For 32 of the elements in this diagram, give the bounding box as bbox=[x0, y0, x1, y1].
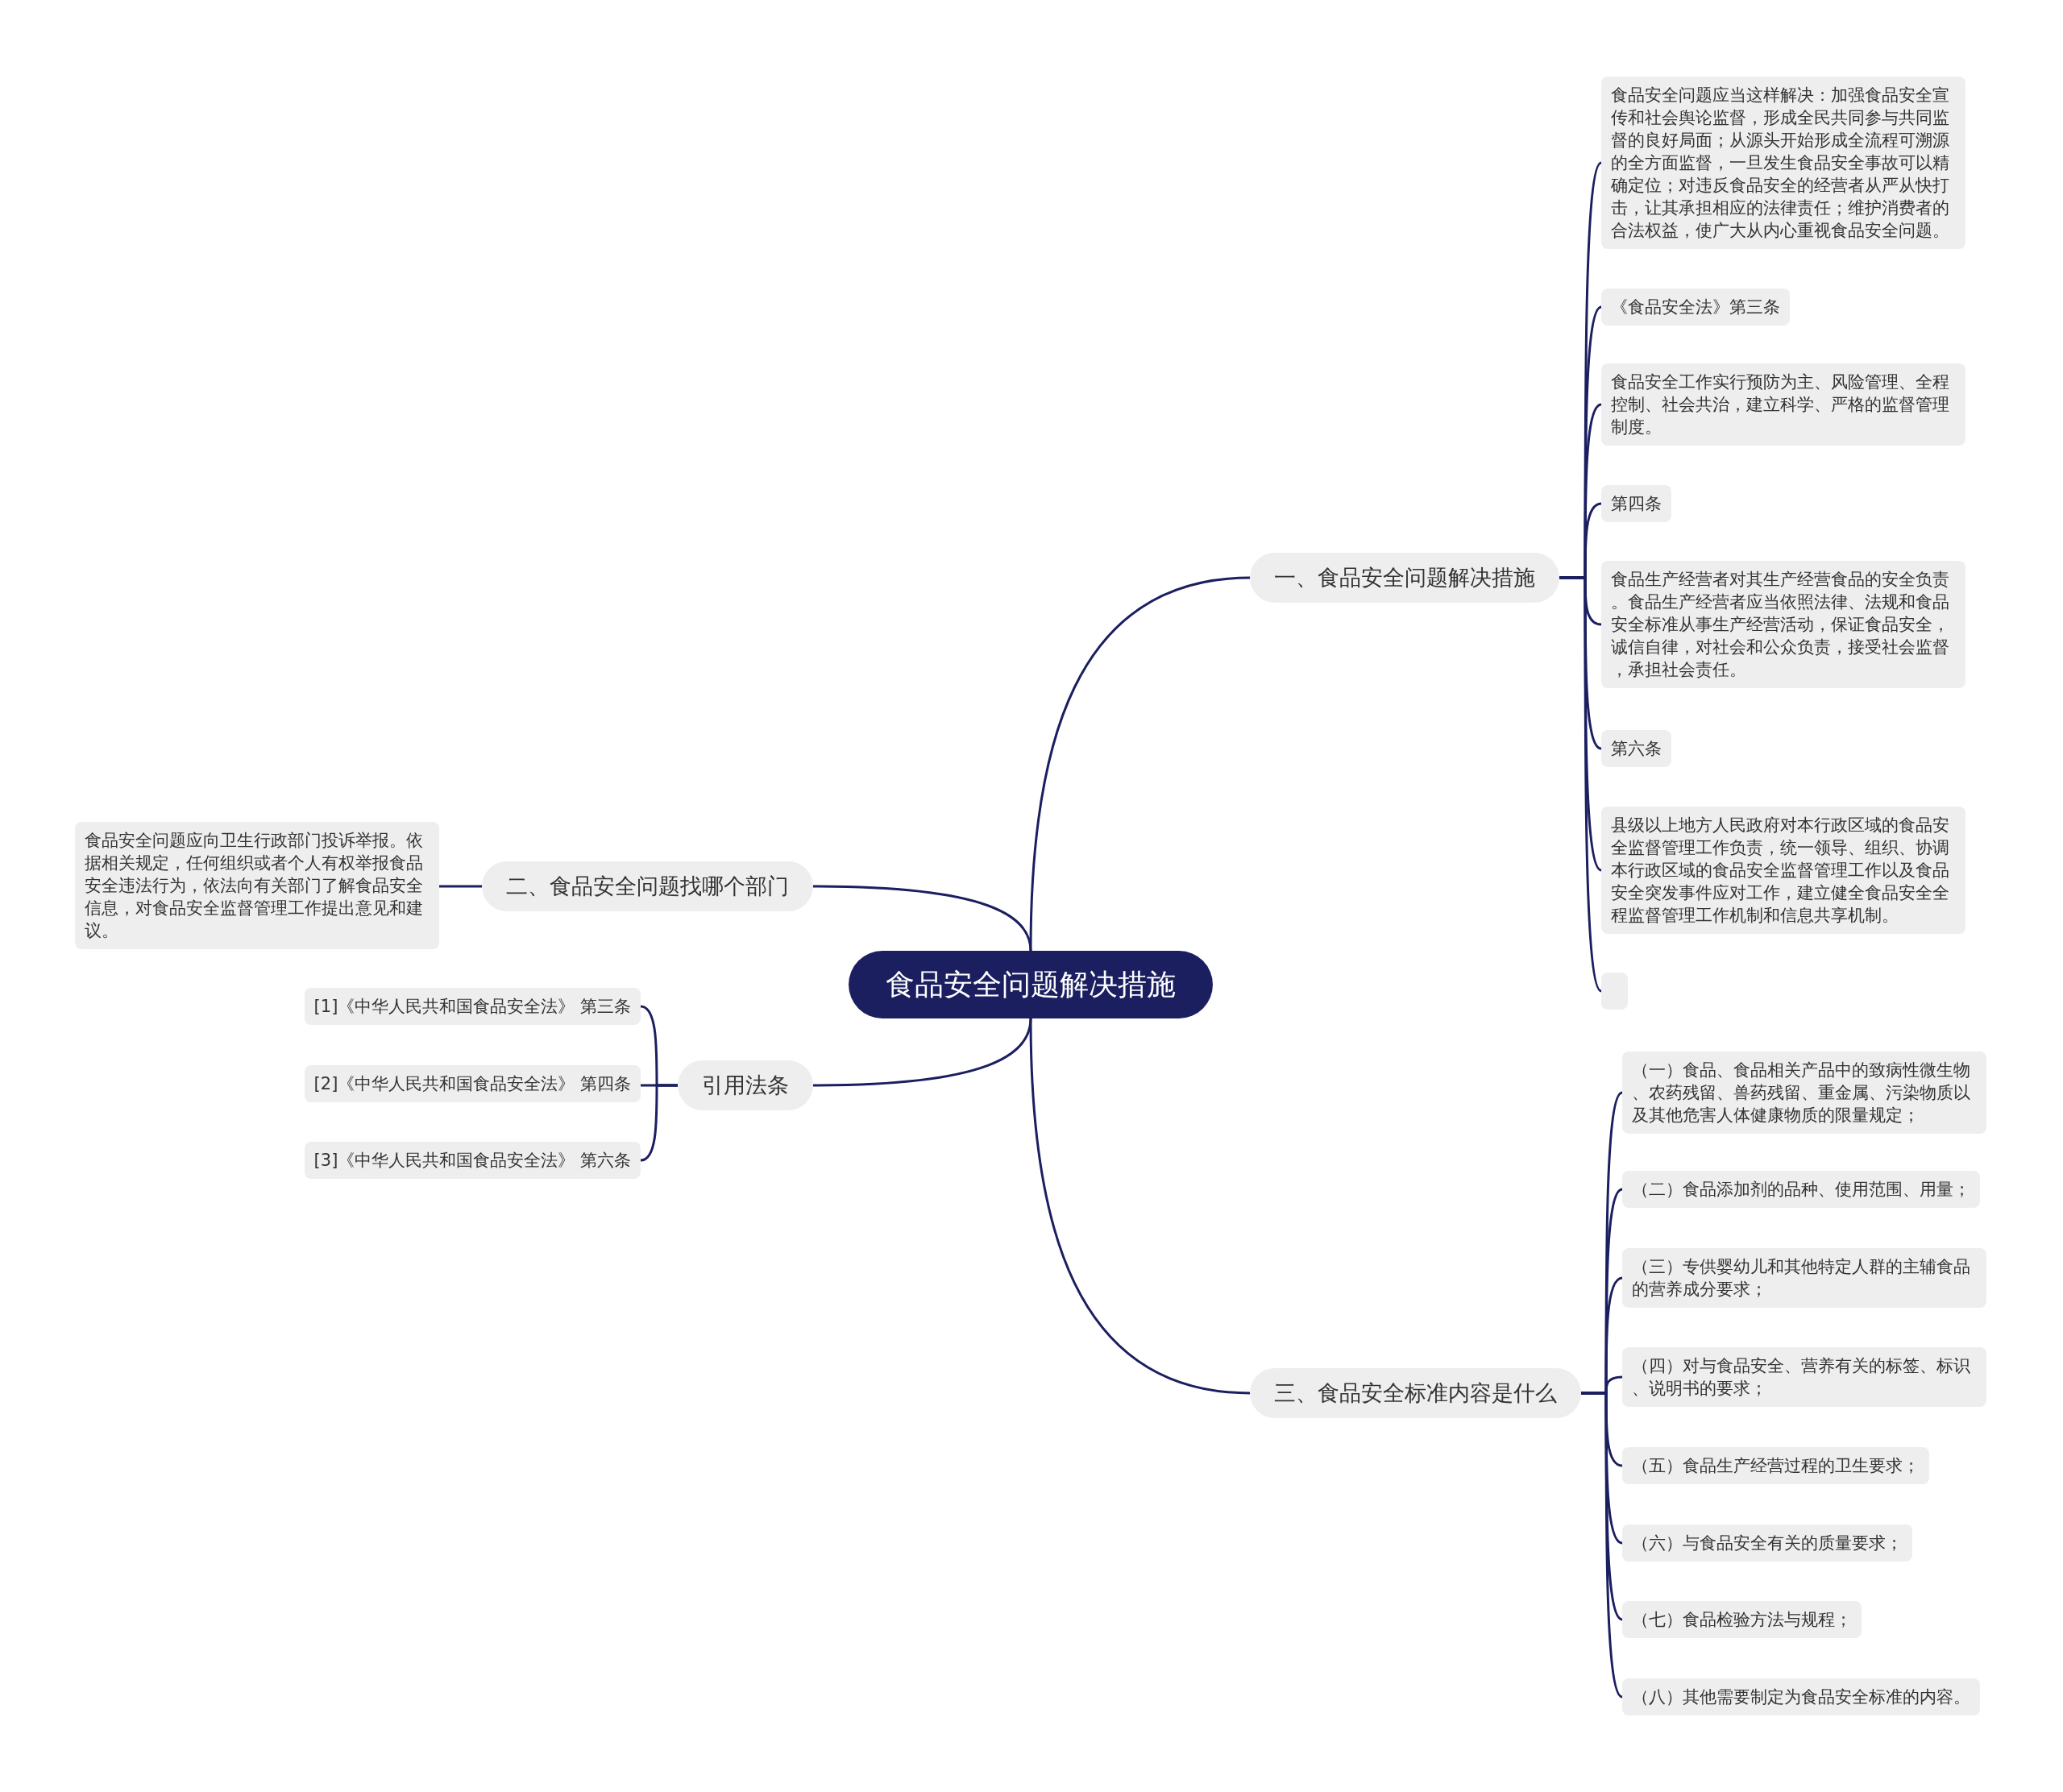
branch-topic: 一、食品安全问题解决措施 bbox=[1250, 553, 1559, 603]
branch-topic: 二、食品安全问题找哪个部门 bbox=[482, 861, 813, 911]
note-card: （三）专供婴幼儿和其他特定人群的主辅食品的营养成分要求； bbox=[1622, 1248, 1986, 1308]
note-card: [2]《中华人民共和国食品安全法》 第四条 bbox=[304, 1065, 641, 1102]
connector-line bbox=[1029, 1018, 1251, 1395]
note-card: （六）与食品安全有关的质量要求； bbox=[1622, 1524, 1912, 1562]
connector-line bbox=[439, 885, 482, 888]
note-card: 第六条 bbox=[1601, 730, 1671, 767]
note-card: 食品生产经营者对其生产经营食品的安全负责。食品生产经营者应当依照法律、法规和食品安全标准从事生产经营活动，保证食品安全，诚信自律，对社会和公众负责，接受社会监督，承担社会责任。 bbox=[1601, 561, 1965, 688]
note-card: （四）对与食品安全、营养有关的标签、标识、说明书的要求； bbox=[1622, 1347, 1986, 1407]
branch-topic: 引用法条 bbox=[678, 1060, 813, 1110]
note-card: 食品安全问题应当这样解决：加强食品安全宣传和社会舆论监督，形成全民共同参与共同监督的良好局面；从源头开始形成全流程可溯源的全方面监督，一旦发生食品安全事故可以精确定位；对违反食品安全的经营者从严从快打击，让其承担相应的法律责任；维护消费者的合法权益，使广大从内心重视食品安全问题。 bbox=[1601, 77, 1965, 249]
branch-topic: 三、食品安全标准内容是什么 bbox=[1250, 1368, 1581, 1418]
connector-line bbox=[1029, 576, 1251, 952]
central-topic: 食品安全问题解决措施 bbox=[849, 951, 1213, 1018]
note-card: （八）其他需要制定为食品安全标准的内容。 bbox=[1622, 1678, 1980, 1715]
connector-line bbox=[640, 1084, 678, 1162]
note-card: （五）食品生产经营过程的卫生要求； bbox=[1622, 1447, 1929, 1484]
note-card: [1]《中华人民共和国食品安全法》 第三条 bbox=[304, 988, 641, 1025]
note-card: 食品安全问题应向卫生行政部门投诉举报。依据相关规定，任何组织或者个人有权举报食品安全违法行为，依法向有关部门了解食品安全信息，对食品安全监督管理工作提出意见和建议。 bbox=[75, 822, 439, 949]
note-card: （二）食品添加剂的品种、使用范围、用量； bbox=[1622, 1171, 1980, 1208]
note-card: 第四条 bbox=[1601, 485, 1671, 522]
note-card: 《食品安全法》第三条 bbox=[1601, 288, 1790, 326]
connector-line bbox=[812, 885, 1032, 952]
blank-note-card bbox=[1601, 973, 1628, 1010]
note-card: 食品安全工作实行预防为主、风险管理、全程控制、社会共治，建立科学、严格的监督管理制度。 bbox=[1601, 363, 1965, 446]
note-card: 县级以上地方人民政府对本行政区域的食品安全监督管理工作负责，统一领导、组织、协调本行政区域的食品安全监督管理工作以及食品安全突发事件应对工作，建立健全食品安全全程监督管理工作机制和信息共享机制。 bbox=[1601, 807, 1965, 934]
note-card: （一）食品、食品相关产品中的致病性微生物、农药残留、兽药残留、重金属、污染物质以及其他危害人体健康物质的限量规定； bbox=[1622, 1052, 1986, 1134]
note-card: [3]《中华人民共和国食品安全法》 第六条 bbox=[304, 1142, 641, 1179]
connector-line bbox=[812, 1018, 1032, 1087]
connector-line bbox=[1581, 1392, 1623, 1699]
note-card: （七）食品检验方法与规程； bbox=[1622, 1601, 1862, 1638]
